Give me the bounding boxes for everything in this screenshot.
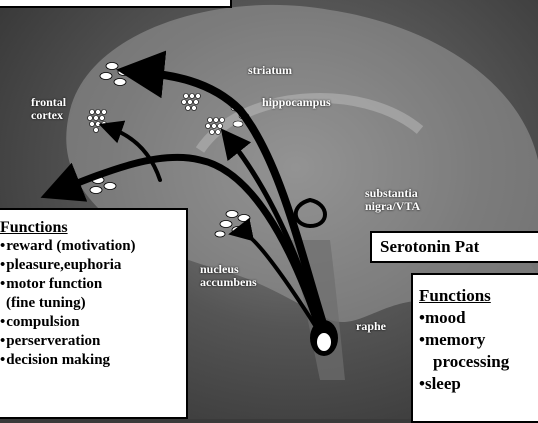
- label-raphe: raphe: [356, 320, 386, 333]
- label-cortex: cortex: [31, 109, 63, 122]
- serotonin-function-item: sleep: [419, 373, 538, 395]
- serotonin-pathway-title: Serotonin Pat: [370, 231, 538, 263]
- dopamine-function-item: perserveration: [0, 332, 186, 351]
- dopamine-pathway-title-fragment: [0, 0, 232, 8]
- label-nigra-vta: nigra/VTA: [365, 200, 420, 213]
- label-striatum: striatum: [248, 64, 292, 77]
- raphe-nucleus: [310, 320, 338, 356]
- dopamine-function-item: reward (motivation): [0, 237, 186, 256]
- serotonin-function-item: processing: [419, 351, 538, 373]
- dopamine-functions-box: Functions reward (motivation) pleasure,e…: [0, 208, 188, 419]
- label-accumbens: accumbens: [200, 276, 257, 289]
- serotonin-functions-heading: Functions: [419, 285, 538, 307]
- serotonin-function-item: mood: [419, 307, 538, 329]
- dopamine-function-item: decision making: [0, 351, 186, 370]
- dopamine-function-item: pleasure,euphoria: [0, 256, 186, 275]
- serotonin-function-item: memory: [419, 329, 538, 351]
- dopamine-function-item: motor function: [0, 275, 186, 294]
- dopamine-function-item: (fine tuning): [0, 294, 186, 313]
- dopamine-function-item: compulsion: [0, 313, 186, 332]
- label-hippocampus: hippocampus: [262, 96, 331, 109]
- serotonin-functions-box: Functions mood memory processing sleep: [411, 273, 538, 423]
- dopamine-functions-heading: Functions: [0, 218, 186, 237]
